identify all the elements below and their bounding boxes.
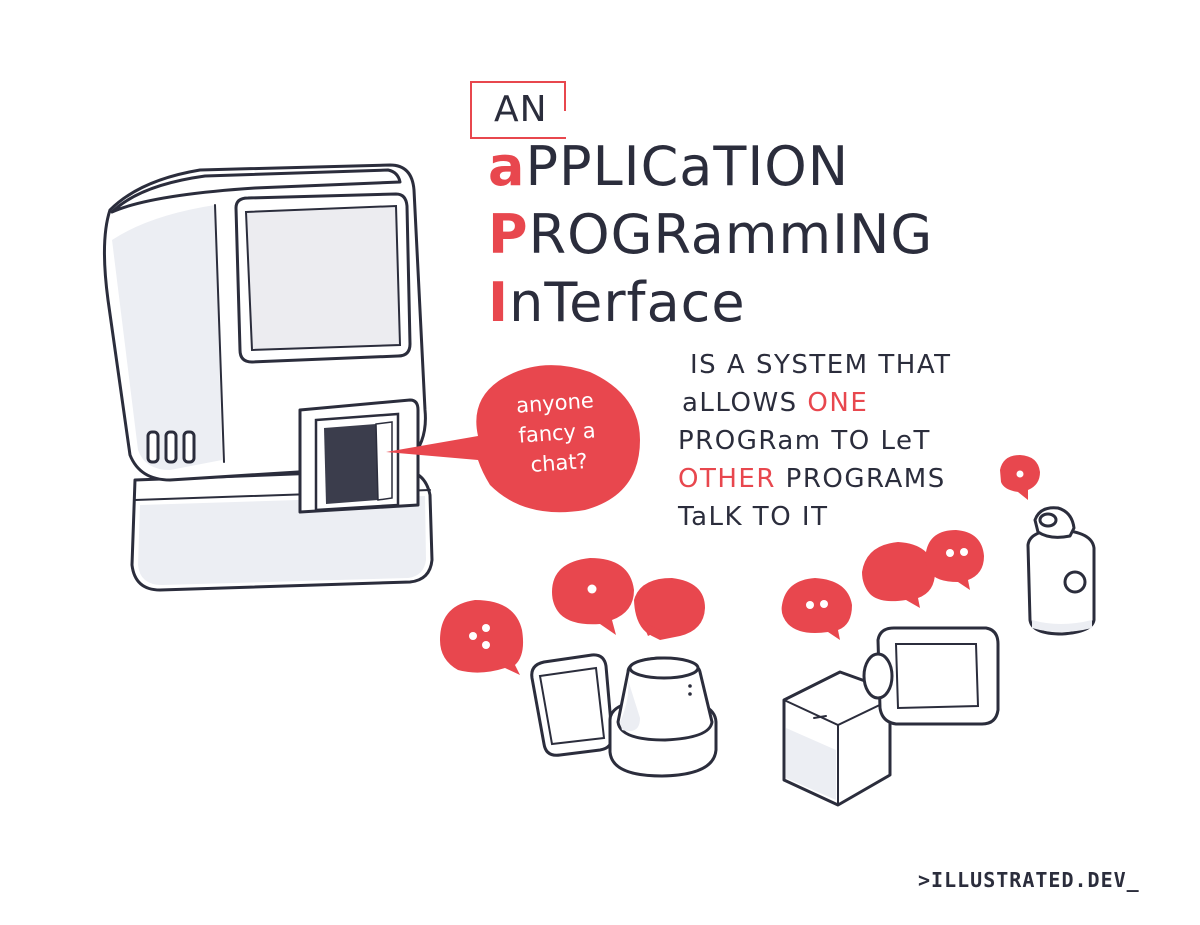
- chat-bubble-icon: [440, 558, 705, 675]
- description-text: aLLOWS: [682, 388, 808, 418]
- cube-device-icon: [782, 670, 892, 807]
- description-line: PROGRam TO LeT: [678, 426, 931, 456]
- acronym-letter-a: a: [488, 135, 526, 198]
- highlight-other: OTHER: [678, 464, 776, 494]
- description-line: IS A SYSTEM THAT: [690, 350, 952, 380]
- camera-device-icon: [862, 506, 1096, 726]
- title-line-application: aPPLICaTION: [488, 135, 849, 198]
- credit-link[interactable]: >ILLUSTRATED.DEV_: [918, 868, 1140, 892]
- description-text: PROGRAMS: [775, 464, 946, 494]
- highlight-one: ONE: [807, 388, 869, 418]
- cylinder-device-icon: [608, 656, 718, 778]
- tablet-device-icon: [530, 653, 614, 757]
- api-machine-icon: [102, 163, 434, 592]
- title-line-programming: PROGRammING: [488, 203, 933, 266]
- description-line: OTHER PROGRAMS: [678, 460, 951, 498]
- description-line: aLLOWS ONE: [678, 384, 951, 422]
- acronym-letter-i: I: [488, 271, 510, 334]
- speech-bubble-icon: [386, 365, 640, 513]
- description-line: TaLK TO IT: [678, 502, 829, 532]
- title-line-rest: PPLICaTION: [525, 135, 850, 198]
- chat-bubble-icon: [781, 455, 1040, 640]
- an-frame: [470, 81, 566, 139]
- description: IS A SYSTEM THAT aLLOWS ONE PROGRam TO L…: [678, 346, 951, 536]
- title-article: AN: [494, 89, 548, 130]
- title-line-rest: ROGRammING: [528, 203, 934, 266]
- speech-bubble-text: anyone fancy a chat?: [485, 383, 629, 482]
- title-line-rest: nTerface: [509, 271, 746, 334]
- acronym-letter-p: P: [488, 203, 529, 266]
- title-line-interface: InTerface: [488, 271, 746, 334]
